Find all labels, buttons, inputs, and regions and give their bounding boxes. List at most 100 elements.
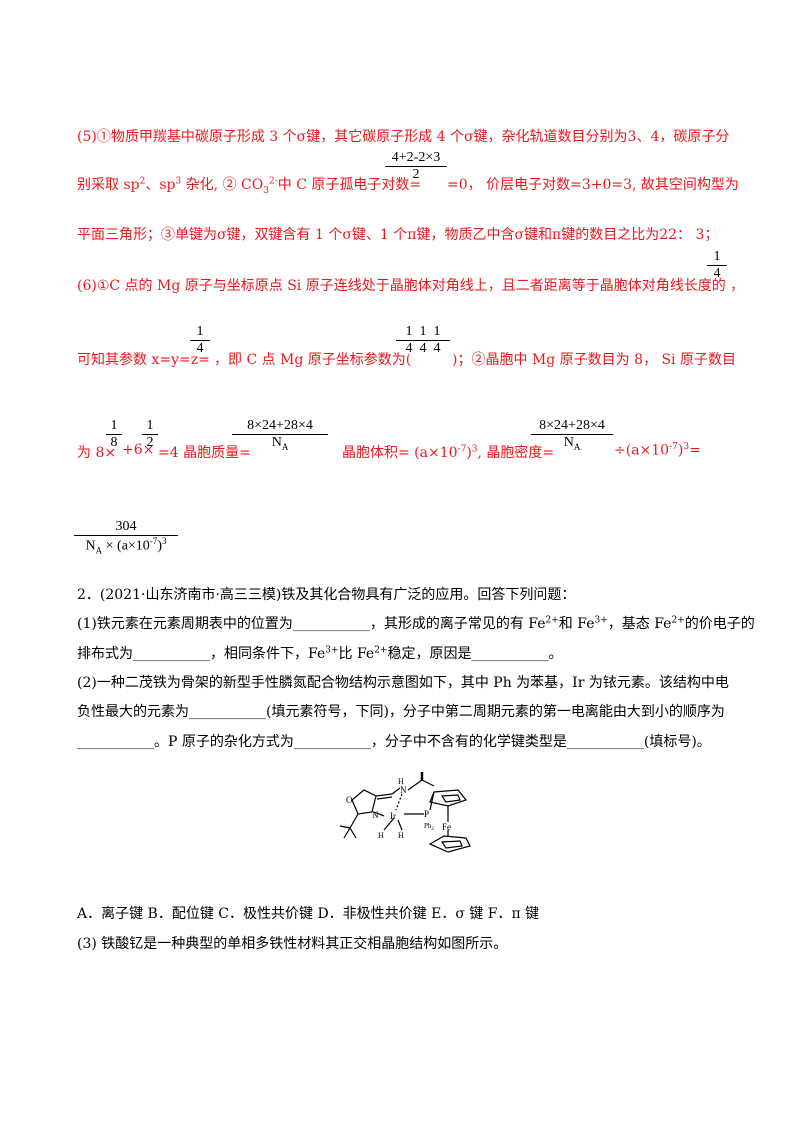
- fraction-eighth: 1 8: [106, 418, 122, 451]
- fraction-denominator: NA: [531, 434, 613, 452]
- question-2-part2-line1: (2)一种二茂铁为骨架的新型手性膦氮配合物结构示意图如下，其中 Ph 为苯基，I…: [77, 672, 729, 692]
- answer-line-5-tail: )；②晶胞中 Mg 原子数目为 8， Si 原子数目: [452, 349, 736, 369]
- answer-line-5: 可知其参数 x=y=z=: [77, 349, 210, 369]
- question-text: ___________。P 原子的杂化方式为___________，分子中不含有…: [77, 734, 711, 750]
- fraction-numerator: 1: [713, 249, 721, 264]
- fraction-numerator: 8×24+28×4: [247, 418, 313, 433]
- answer-line-2: 别采取 sp2、sp3 杂化, ② CO32-中 C 原子孤电子对数=: [77, 174, 422, 196]
- fraction-numerator: 8×24+28×4: [539, 418, 605, 433]
- subscript: 2: [431, 827, 434, 832]
- subscript: 3: [263, 185, 269, 196]
- fraction-denominator: 4 4 4: [396, 340, 450, 357]
- answer-text: )；②晶胞中 Mg 原子数目为 8， Si 原子数目: [452, 352, 736, 368]
- answer-line-6-d: 晶胞体积= (a×10-7)3, 晶胞密度=: [342, 442, 554, 462]
- answer-line-2-tail: =0， 价层电子对数=3+0=3, 故其空间构型为: [447, 174, 739, 194]
- symbol-n: N: [271, 435, 282, 450]
- answer-line-3: 平面三角形；③单键为σ键，双键含有 1 个σ键、1 个π键，物质乙中含σ键和π键…: [77, 224, 718, 244]
- answer-line-1: (5)①物质甲羰基中碳原子形成 3 个σ键，其它碳原子形成 4 个σ键，杂化轨道…: [77, 126, 729, 146]
- answer-text: ): [157, 538, 162, 554]
- superscript: -7: [457, 444, 467, 455]
- question-text: 和 Fe: [558, 616, 595, 632]
- fraction-coordinates: 1 1 1 4 4 4: [396, 324, 450, 357]
- fraction-denominator: NA × (a×10-7)3: [74, 535, 178, 555]
- symbol-n: N: [563, 435, 574, 450]
- question-2-part3: (3) 铁酸钇是一种典型的单相多铁性材料其正交相晶胞结构如图所示。: [77, 933, 507, 953]
- superscript: 3+: [325, 645, 339, 656]
- answer-text: 别采取 sp: [77, 177, 140, 193]
- fraction-numerator: 4+2-2×3: [391, 150, 441, 165]
- answer-text: (6)①C 点的 Mg 原子与坐标原点 Si 原子连线处于晶胞体对角线上，且二者…: [77, 278, 726, 294]
- superscript: 3: [683, 442, 690, 452]
- phenyl-label: Ph: [424, 822, 432, 830]
- atom-label-h-right: H: [398, 831, 404, 840]
- fraction-result: 304 NA × (a×10-7)3: [74, 519, 178, 555]
- fraction-numerator: 1: [146, 418, 154, 433]
- superscript: -7: [149, 536, 158, 546]
- answer-text: ): [466, 445, 472, 461]
- fraction-numerator: 1: [196, 324, 204, 339]
- answer-text: 、sp: [145, 177, 176, 193]
- answer-text: 杂化, ② CO: [181, 177, 264, 193]
- answer-text: =0， 价层电子对数=3+0=3, 故其空间构型为: [447, 177, 739, 193]
- answer-text: , 晶胞密度=: [477, 445, 555, 461]
- oxazoline-ring: [351, 789, 377, 815]
- subscript: A: [573, 441, 581, 452]
- fraction-lone-pair: 4+2-2×3 2: [385, 150, 447, 183]
- fraction-denominator: 4: [190, 340, 210, 357]
- question-text: (1)铁元素在元素周期表中的位置为___________，其形成的离子常见的有 …: [77, 616, 546, 632]
- atom-label-p: P: [424, 809, 429, 819]
- superscript: -7: [669, 442, 678, 452]
- answer-text: ÷(a×10: [614, 442, 670, 459]
- superscript: 3: [161, 536, 167, 546]
- answer-text: 可知其参数 x=y=z=: [77, 352, 210, 368]
- answer-line-4: (6)①C 点的 Mg 原子与坐标原点 Si 原子连线处于晶胞体对角线上，且二者…: [77, 275, 726, 295]
- fraction-quarter: 1 4: [707, 249, 727, 282]
- question-text: 2．(2021·山东济南市·高三三模)铁及其化合物具有广泛的应用。回答下列问题：: [77, 587, 576, 603]
- symbol-n: N: [85, 538, 96, 554]
- question-2-part2-line3: ___________。P 原子的杂化方式为___________，分子中不含有…: [77, 731, 711, 751]
- fraction-cell-mass: 8×24+28×4 NA: [232, 418, 328, 452]
- superscript: 2+: [374, 645, 388, 656]
- fraction-numerator: 1: [110, 418, 118, 433]
- answer-line-6-c: =4 晶胞质量=: [158, 442, 251, 462]
- question-text: (3) 铁酸钇是一种典型的单相多铁性材料其正交相晶胞结构如图所示。: [77, 936, 508, 952]
- superscript: 2: [139, 176, 146, 187]
- question-2-part1-line1: (1)铁元素在元素周期表中的位置为___________，其形成的离子常见的有 …: [77, 613, 755, 633]
- fraction-cell-density: 8×24+28×4 NA: [531, 418, 613, 452]
- fraction-half: 1 2: [142, 418, 158, 451]
- subscript: A: [95, 545, 103, 556]
- answer-text: 晶胞体积= (a×10: [342, 445, 458, 461]
- question-text: 排布式为___________，相同条件下，Fe: [77, 646, 326, 662]
- atom-label-h-amine: H: [398, 777, 404, 786]
- atom-label-n-amine: N: [400, 785, 407, 795]
- answer-text: =4 晶胞质量=: [158, 445, 251, 461]
- question-text: 的价电子的: [684, 616, 755, 632]
- cyclopentadienyl-bottom: [428, 835, 471, 853]
- question-2-part2-line2: 负性最大的元素为___________(填元素符号，下同)，分子中第二周期元素的…: [77, 701, 725, 721]
- atom-label-n-ring: N: [372, 810, 379, 820]
- question-text: 稳定，原因是___________。: [387, 646, 563, 662]
- question-text: 比 Fe: [338, 646, 375, 662]
- superscript: 3+: [594, 615, 608, 626]
- answer-text: 中 C 原子孤电子对数=: [277, 177, 422, 193]
- answer-text: (5)①物质甲羰基中碳原子形成 3 个σ键，其它碳原子形成 4 个σ键，杂化轨道…: [77, 129, 730, 145]
- options-text: A．离子键 B．配位键 C．极性共价键 D．非极性共价键 E．σ 键 F．π 键: [77, 906, 540, 922]
- fraction-denominator: 2: [142, 434, 158, 451]
- question-text: ，基态 Fe: [607, 616, 672, 632]
- answer-text: =: [689, 442, 701, 459]
- fraction-denominator: 4: [707, 265, 727, 282]
- fraction-denominator: NA: [232, 434, 328, 452]
- answer-text: ): [677, 442, 684, 459]
- atom-label-ir: Ir: [390, 811, 396, 821]
- answer-text: 平面三角形；③单键为σ键，双键含有 1 个σ键、1 个π键，物质乙中含σ键和π键…: [77, 227, 719, 243]
- superscript: 3: [471, 444, 478, 455]
- answer-text: × (a×10: [102, 538, 150, 554]
- answer-line-6-e: ÷(a×10-7)3=: [614, 442, 701, 459]
- answer-text: ，即 C 点 Mg 原子坐标参数为(: [214, 352, 412, 368]
- answer-line-4-tail: ，: [730, 275, 744, 295]
- fraction-param: 1 4: [190, 324, 210, 357]
- fraction-denominator: 8: [106, 434, 122, 451]
- answer-text: +6×: [122, 442, 155, 458]
- question-text: 负性最大的元素为___________(填元素符号，下同)，分子中第二周期元素的…: [77, 704, 725, 720]
- superscript: 3: [175, 176, 182, 187]
